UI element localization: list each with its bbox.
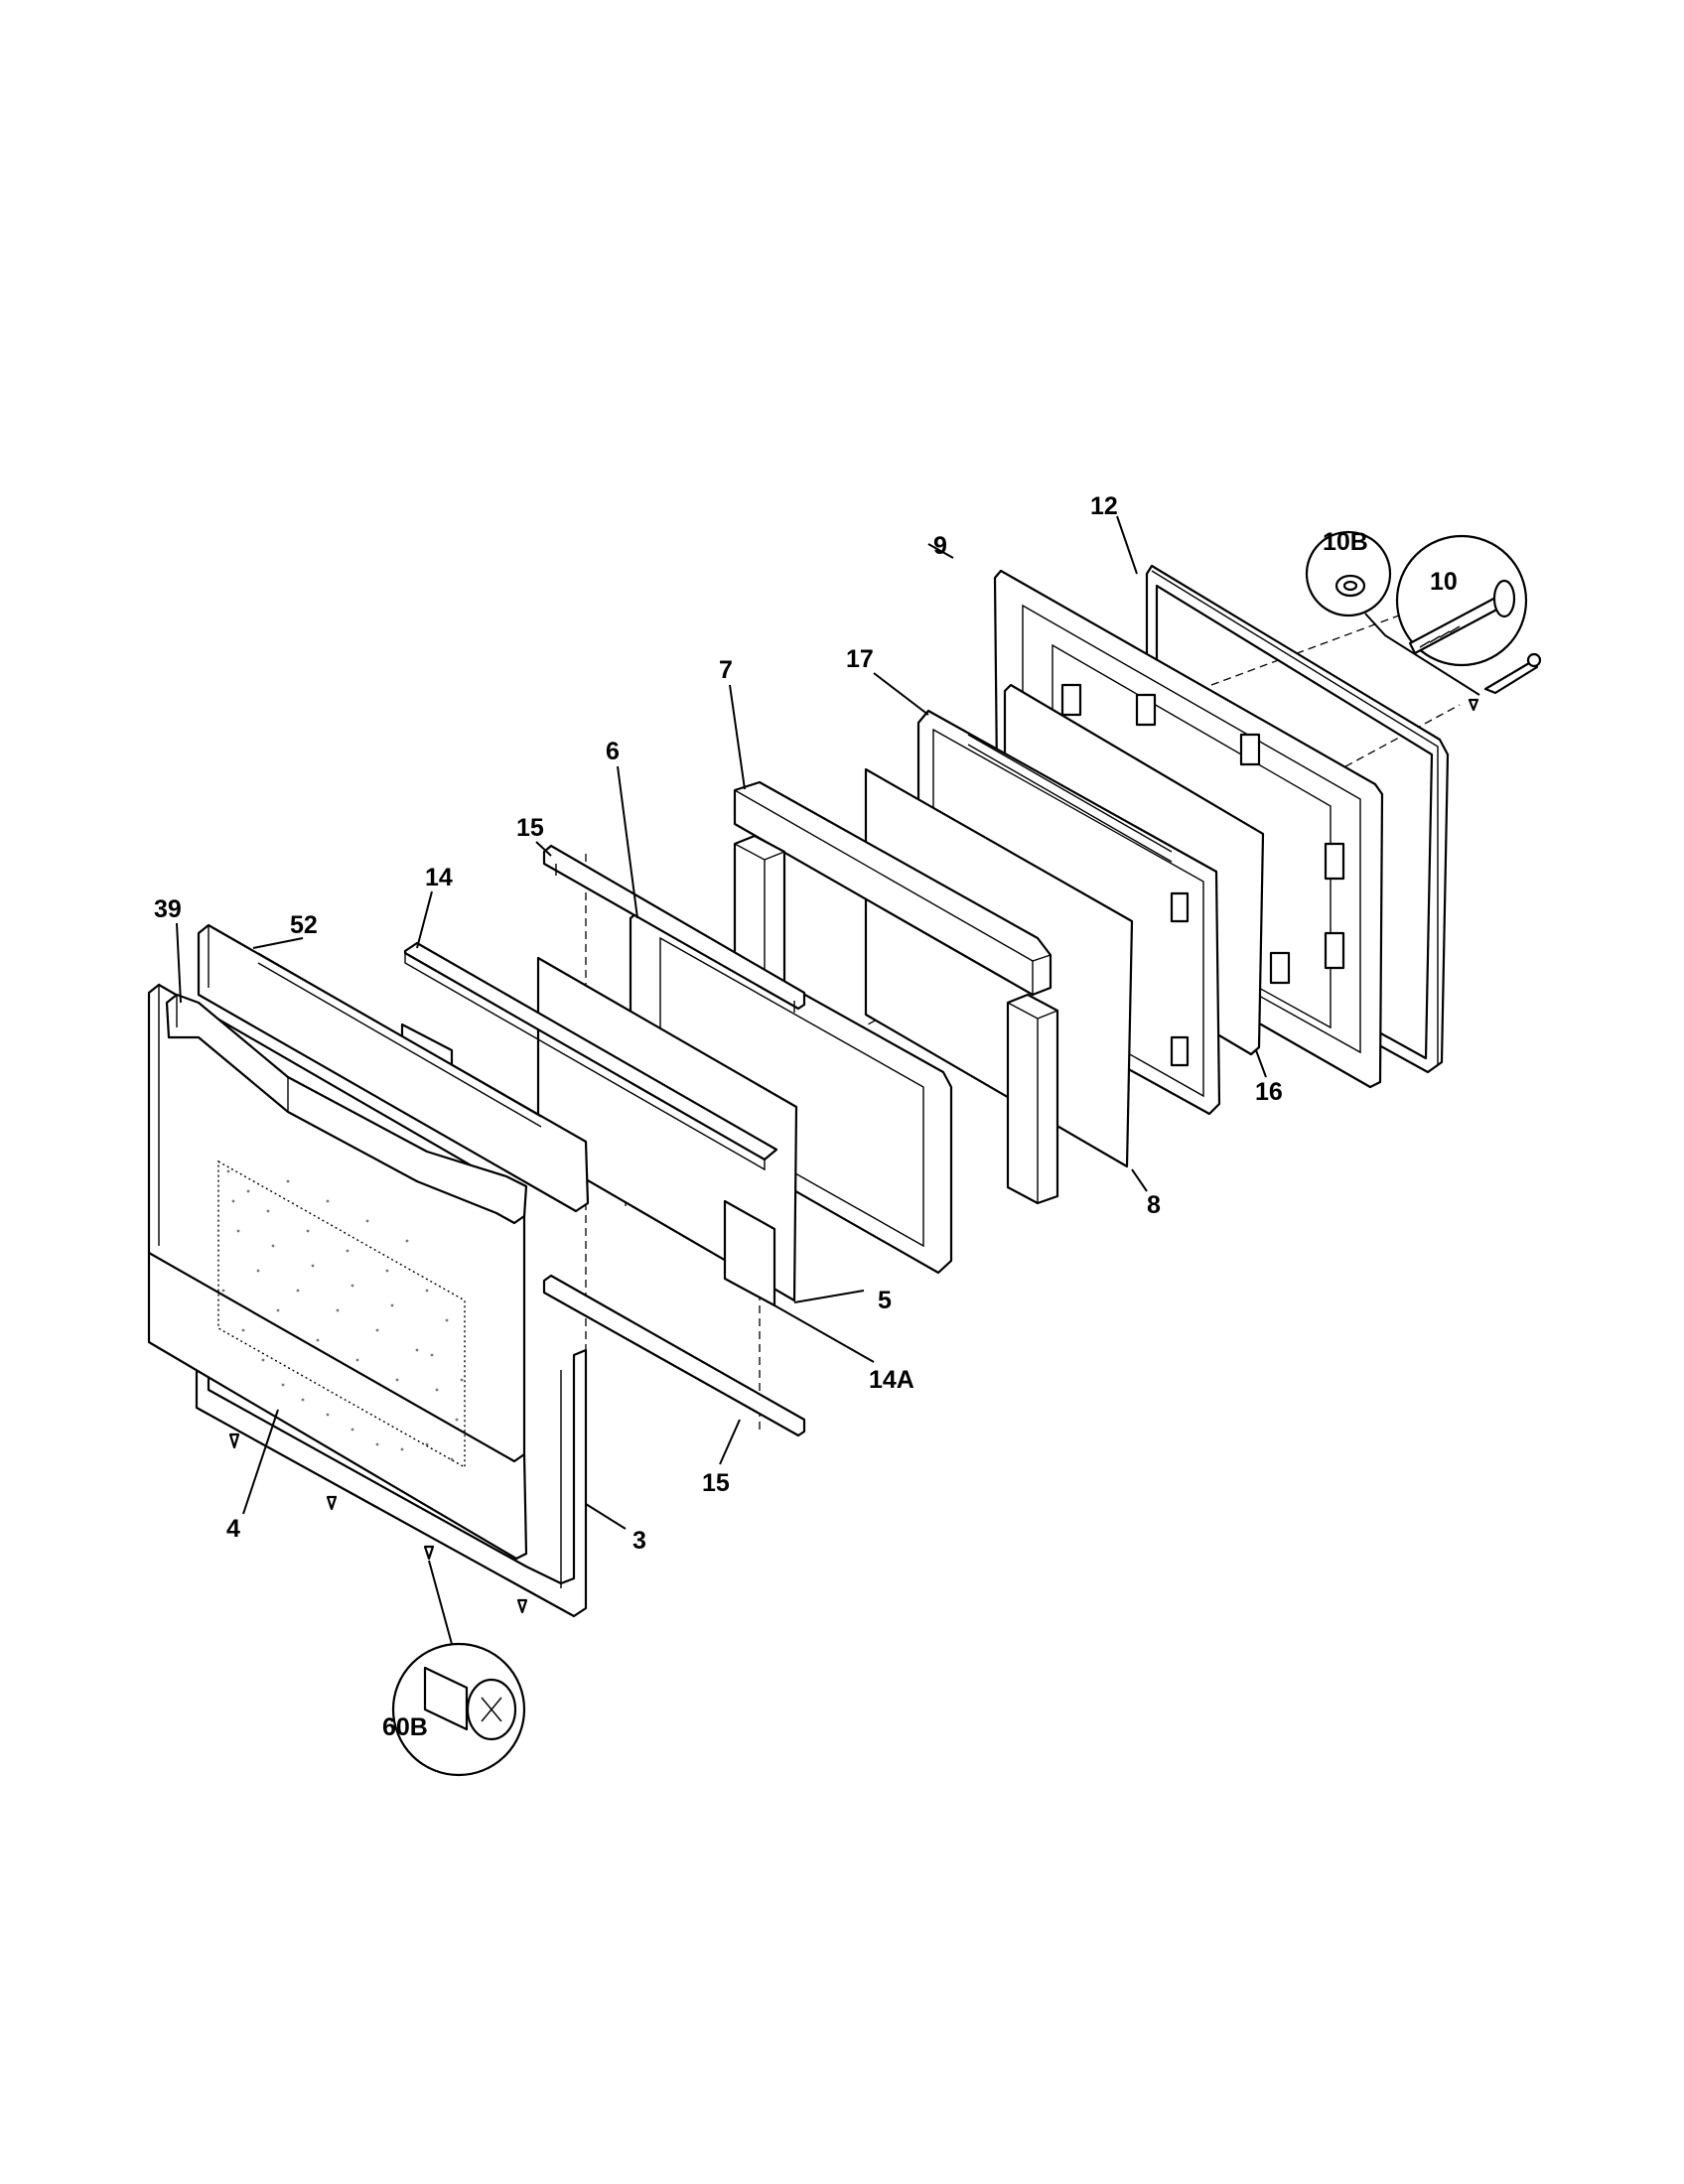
callout-labels: 9 12 10B 10 7 17 6 15 14 39 52 16 8 5 14… <box>154 492 1458 1741</box>
callout-7: 7 <box>719 656 733 684</box>
callout-52: 52 <box>290 911 318 939</box>
detail-circle-10 <box>1395 534 1528 667</box>
callout-14a: 14A <box>869 1366 914 1394</box>
outer-door-glass-part <box>147 983 528 1561</box>
leader-lines <box>176 515 1267 1530</box>
callout-6: 6 <box>606 738 620 765</box>
callout-5: 5 <box>878 1287 892 1314</box>
callout-8: 8 <box>1147 1191 1161 1219</box>
callout-39: 39 <box>154 895 182 923</box>
screws <box>228 698 1479 1614</box>
door-frame-part <box>195 1348 588 1618</box>
insulation-strip-part <box>403 941 778 1171</box>
callout-17: 17 <box>846 645 874 673</box>
callout-16: 16 <box>1255 1078 1283 1106</box>
hinge-pin-part <box>1483 652 1542 695</box>
callout-15-top: 15 <box>516 814 544 842</box>
callout-4: 4 <box>226 1515 240 1543</box>
callout-9: 9 <box>933 532 947 560</box>
callout-15-bottom: 15 <box>702 1469 730 1497</box>
callout-14: 14 <box>425 864 453 891</box>
callout-3: 3 <box>632 1527 646 1555</box>
callout-12: 12 <box>1090 492 1118 520</box>
door-handle-part <box>165 993 528 1225</box>
detail-circle-10b <box>1305 530 1480 696</box>
vent-trim-part <box>197 923 590 1213</box>
trim-strip-top-part <box>542 844 806 1013</box>
callout-10b: 10B <box>1323 528 1368 556</box>
callout-60b: 60B <box>382 1713 428 1741</box>
detail-circle-60b <box>391 1560 526 1777</box>
window-screen-pattern <box>221 1169 464 1461</box>
callout-10: 10 <box>1430 568 1458 596</box>
trim-strip-bottom-part <box>542 1274 806 1437</box>
